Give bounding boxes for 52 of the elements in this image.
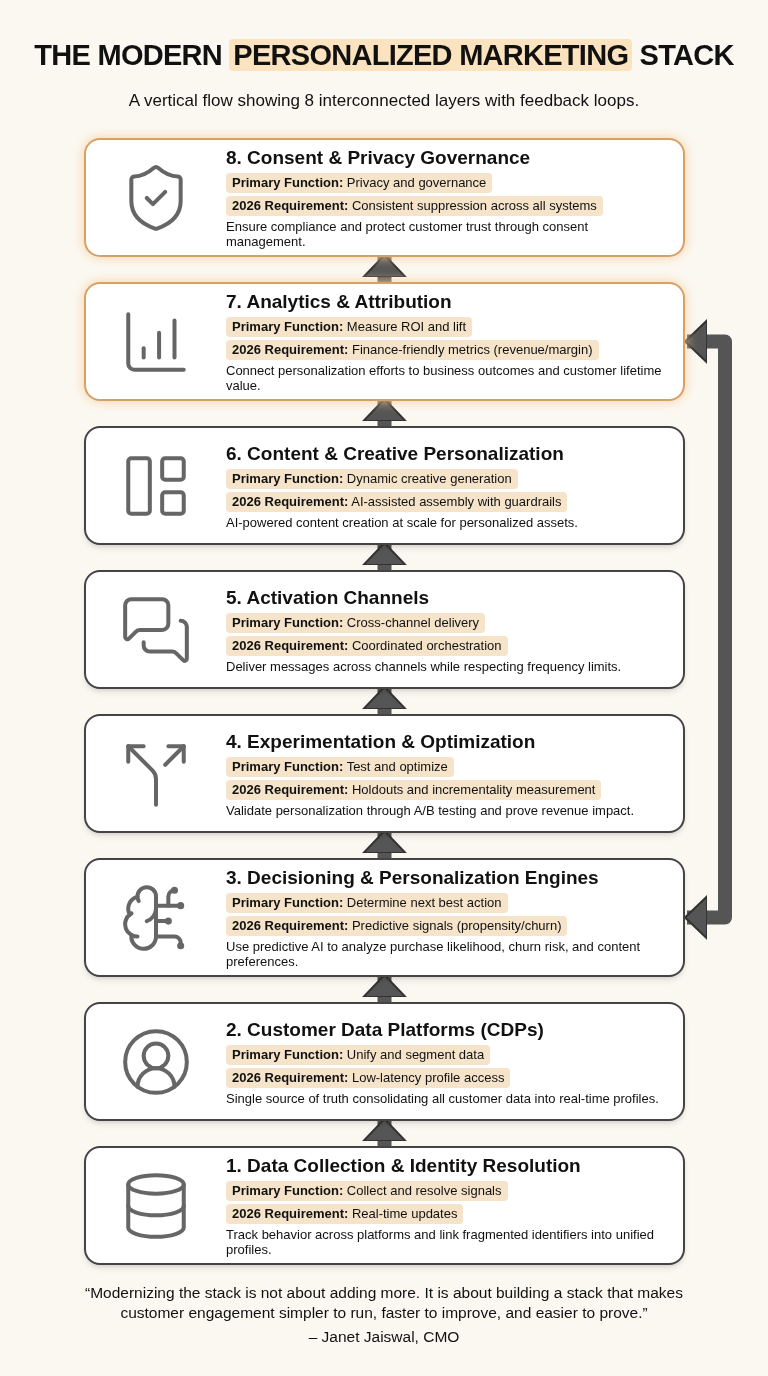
arrow — [362, 830, 407, 858]
title: THE MODERN PERSONALIZED MARKETING STACK — [33, 38, 735, 73]
highlight-row: Primary Function: Unify and segment data — [226, 1044, 491, 1065]
arrow — [362, 398, 407, 426]
layer-description: Connect personalization efforts to business outcomes and customer lifetime value. — [226, 363, 663, 393]
layer-card — [84, 282, 685, 401]
highlight-row: Primary Function: Test and optimize — [226, 756, 454, 777]
arrow — [362, 686, 407, 714]
highlight-row: 2026 Requirement: Low-latency profile access — [226, 1067, 511, 1088]
highlight-row: 2026 Requirement: Holdouts and incrementality measurement — [226, 779, 602, 800]
layer-card — [84, 858, 685, 977]
layer-heading: 7. Analytics & Attribution — [226, 290, 452, 314]
layer-heading: 6. Content & Creative Personalization — [226, 441, 564, 466]
highlight-row: Primary Function: Measure ROI and lift — [226, 317, 473, 337]
layer-card — [84, 1146, 685, 1265]
layer-description: Single source of truth consolidating all customer data into real-time profiles. — [226, 1090, 659, 1106]
layer-heading: 5. Activation Channels — [226, 585, 430, 610]
quote-attribution: – Janet Jaiswal, CMO — [307, 1327, 461, 1347]
quote: “Modernizing the stack is not about adding more. It is about building a stack that makes customer engagement simpler to run, faster to improve, and easier to prove.” — [84, 1283, 684, 1323]
highlight-row: 2026 Requirement: Coordinated orchestration — [226, 635, 508, 656]
subtitle: A vertical flow showing 8 interconnected layers with feedback loops. — [127, 90, 641, 112]
layer-description: Deliver messages across channels while respecting frequency limits. — [226, 658, 622, 674]
arrow — [362, 542, 407, 570]
highlight-row: 2026 Requirement: Real-time updates — [226, 1204, 464, 1224]
highlight-row: Primary Function: Determine next best action — [226, 893, 508, 913]
highlight-row: Primary Function: Dynamic creative generation — [226, 468, 518, 489]
layer-card — [84, 570, 685, 689]
layer-description: Use predictive AI to analyze purchase likelihood, churn risk, and content preferences. — [226, 939, 642, 969]
arrow — [362, 974, 407, 1002]
layer-description: Track behavior across platforms and link fragmented identifiers into unified profiles. — [226, 1227, 655, 1257]
arrow — [684, 319, 732, 940]
layer-card — [84, 714, 685, 833]
layer-description: AI-powered content creation at scale for personalized assets. — [226, 514, 578, 530]
highlight-row: 2026 Requirement: AI-assisted assembly with guardrails — [226, 491, 568, 512]
highlight-row: Primary Function: Cross-channel delivery — [226, 612, 486, 633]
layer-card — [84, 138, 685, 257]
layer-heading: 4. Experimentation & Optimization — [226, 729, 536, 754]
highlight-row: 2026 Requirement: Finance-friendly metrics (revenue/margin) — [226, 340, 599, 360]
layer-heading: 1. Data Collection & Identity Resolution — [226, 1154, 581, 1178]
layer-card — [84, 426, 685, 545]
layer-heading: 3. Decisioning & Personalization Engines — [226, 866, 599, 890]
arrow — [362, 254, 407, 282]
highlight-row: 2026 Requirement: Predictive signals (propensity/churn) — [226, 916, 568, 936]
layer-description: Ensure compliance and protect customer trust through consent management. — [226, 219, 590, 249]
layer-heading: 8. Consent & Privacy Governance — [226, 146, 531, 170]
layer-heading: 2. Customer Data Platforms (CDPs) — [226, 1017, 544, 1042]
layer-card — [84, 1002, 685, 1121]
layer-description: Validate personalization through A/B testing and prove revenue impact. — [226, 802, 635, 818]
arrow — [362, 1118, 407, 1146]
highlight-row: Primary Function: Collect and resolve signals — [226, 1181, 508, 1201]
highlight-row: Primary Function: Privacy and governance — [226, 173, 493, 193]
highlight-row: 2026 Requirement: Consistent suppression across all systems — [226, 196, 603, 216]
